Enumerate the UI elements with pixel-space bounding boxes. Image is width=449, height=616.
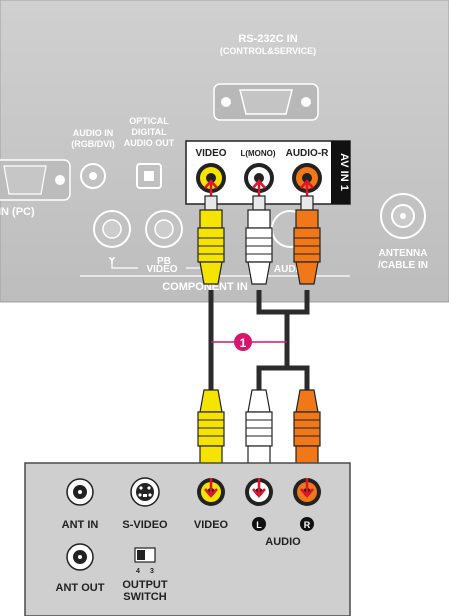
ant-out-label: ANT OUT	[56, 582, 105, 594]
audio-r-badge: R	[300, 517, 314, 531]
component-video-label: VIDEO	[146, 264, 177, 275]
callout-marker: 1	[211, 333, 287, 351]
av-in-lmono-label: L(MONO)	[240, 149, 275, 158]
av-in-video-jack[interactable]	[196, 163, 226, 193]
component-in-label: COMPONENT IN	[162, 281, 248, 293]
rgb-pc-port[interactable]	[0, 159, 71, 201]
output-switch-label-2: SWITCH	[123, 591, 166, 603]
device-insert-arrow-icon	[204, 478, 314, 498]
av-in-1-box: AV IN 1 VIDEO L(MONO) AUDIO-R	[185, 140, 351, 205]
optical-label-2: DIGITAL	[131, 127, 167, 137]
optical-label-3: AUDIO OUT	[124, 138, 175, 148]
rs232-label: RS-232C IN	[238, 33, 297, 45]
audio-in-sublabel: (RGB/DVI)	[71, 139, 115, 149]
antenna-label: ANTENNA	[379, 248, 428, 259]
audio-r-letter: R	[304, 520, 311, 530]
switch-3-label: 3	[150, 568, 154, 575]
component-pb-label: PB	[157, 256, 171, 267]
rs232-port[interactable]	[213, 83, 319, 121]
component-y-jack[interactable]	[93, 210, 131, 248]
audio-l-plug-top	[245, 195, 273, 285]
component-pb-jack[interactable]	[145, 210, 183, 248]
rca-cable-bundle	[208, 290, 310, 392]
video-plug-top	[197, 195, 225, 285]
ant-in-label: ANT IN	[62, 519, 99, 531]
s-video-jack[interactable]	[130, 477, 160, 507]
audio-l-badge: L	[252, 517, 266, 531]
rs232-sublabel: (CONTROL&SERVICE)	[220, 46, 316, 56]
antenna-sublabel: /CABLE IN	[378, 260, 428, 271]
device-video-label: VIDEO	[194, 519, 229, 531]
av-in-video-label: VIDEO	[195, 148, 226, 159]
output-switch-label-1: OUTPUT	[122, 579, 168, 591]
av-in-audio-r-label: AUDIO-R	[286, 148, 330, 159]
optical-label-1: OPTICAL	[129, 116, 169, 126]
ant-in-jack[interactable]	[66, 478, 94, 506]
optical-out-port[interactable]	[136, 163, 162, 189]
video-plug-bottom	[197, 389, 225, 479]
audio-in-label: AUDIO IN	[73, 128, 114, 138]
device-back-panel: ANT IN S-VIDEO VIDEO L	[24, 462, 351, 616]
audio-in-rgb-dvi-jack[interactable]	[80, 163, 106, 189]
av-in-1-tab: AV IN 1	[338, 153, 350, 191]
audio-r-plug-top	[293, 195, 321, 285]
antenna-cable-in-jack[interactable]	[380, 193, 426, 239]
ant-out-jack[interactable]	[66, 543, 94, 571]
av-in-audio-r-jack[interactable]	[292, 163, 322, 193]
device-audio-label: AUDIO	[265, 536, 301, 548]
output-switch[interactable]	[134, 547, 156, 563]
audio-l-letter: L	[256, 520, 262, 530]
component-video-bracket	[111, 258, 200, 269]
switch-4-label: 4	[136, 568, 140, 575]
s-video-label: S-VIDEO	[122, 519, 168, 531]
av-in-audio-l-jack[interactable]	[244, 163, 274, 193]
component-audio-label: AUDIO	[274, 264, 306, 275]
rgb-pc-label: IN (PC)	[0, 206, 35, 218]
callout-number: 1	[240, 336, 247, 350]
